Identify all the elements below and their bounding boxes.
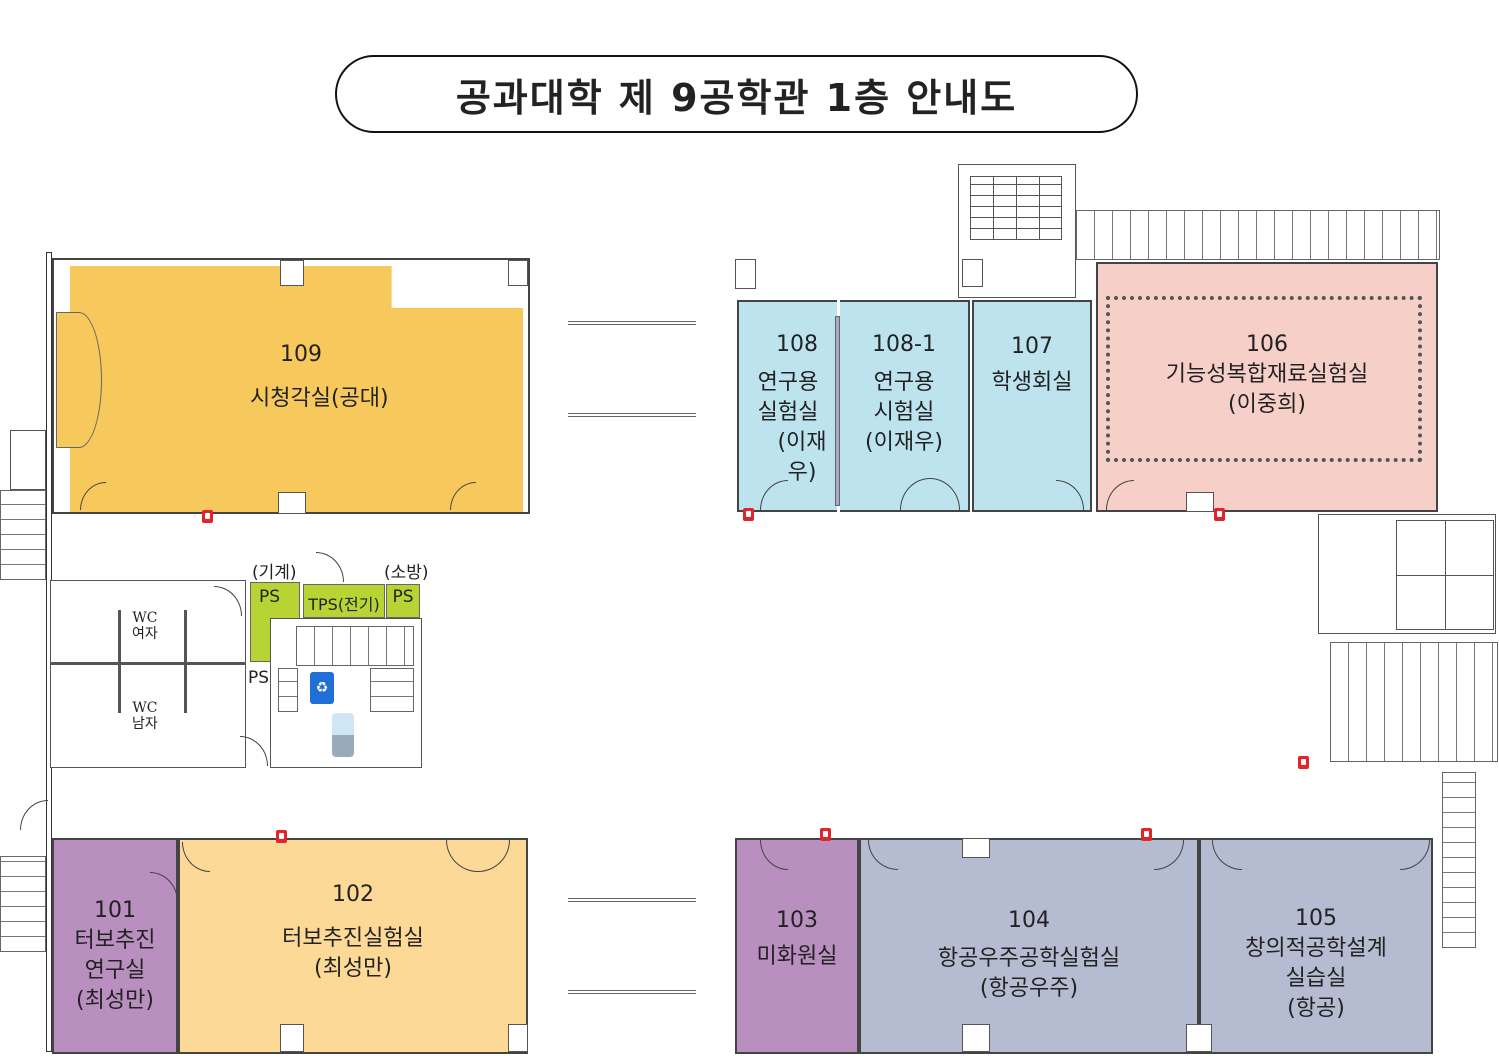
- ps-label: PS: [248, 668, 270, 688]
- page-title: 공과대학 제 9공학관 1층 안내도: [335, 55, 1138, 133]
- partition: [184, 665, 187, 713]
- stairs: [1442, 772, 1476, 948]
- wc-men-label: WC: [132, 700, 158, 716]
- room-106-name: 기능성복합재료실험실: [1165, 362, 1369, 387]
- room-108-1-line3: (이재우): [865, 430, 943, 455]
- room-107-number: 107: [1011, 334, 1053, 359]
- stairs: [278, 668, 298, 712]
- room-107[interactable]: 107 학생회실: [972, 300, 1092, 512]
- pillar: [508, 1024, 528, 1052]
- wc-women-label: WC: [132, 610, 158, 626]
- entrance-door[interactable]: [20, 800, 48, 830]
- ps-fire: PS: [386, 584, 420, 618]
- stairs: [1076, 210, 1440, 260]
- room-108-1-line2: 시험실: [873, 400, 935, 425]
- pillar: [1186, 1024, 1212, 1052]
- partition: [118, 665, 121, 713]
- room-102-number: 102: [332, 882, 374, 907]
- stairs: [1330, 642, 1498, 762]
- room-105-line3: (항공): [1287, 996, 1345, 1021]
- pillar: [962, 1024, 990, 1052]
- room-106-sub: (이중희): [1228, 392, 1306, 417]
- pillar: [962, 259, 983, 287]
- room-105-number: 105: [1295, 906, 1337, 931]
- room-108-line3: (이재우): [777, 430, 827, 485]
- room-103[interactable]: 103 미화원실: [735, 838, 859, 1054]
- room-101-line3: (최성만): [76, 988, 154, 1013]
- fire-extinguisher-icon: [202, 510, 213, 523]
- grille: [970, 176, 1062, 240]
- partition: [50, 662, 246, 665]
- pillar: [1186, 492, 1214, 512]
- corridor-line: [568, 990, 696, 994]
- room-104[interactable]: 104 항공우주공학실험실 (항공우주): [859, 838, 1199, 1054]
- partition: [184, 610, 187, 662]
- partition: [835, 316, 840, 506]
- room-108-1-line1: 연구용: [873, 370, 935, 395]
- room-106[interactable]: 106 기능성복합재료실험실 (이중희): [1096, 262, 1438, 512]
- room-102-name: 터보추진실험실: [282, 926, 424, 951]
- fire-extinguisher-icon: [1214, 508, 1225, 521]
- stairs: [0, 856, 46, 952]
- wc-men-sub: 남자: [132, 716, 158, 732]
- room-109-name: 시청각실(공대): [250, 386, 389, 411]
- corridor-line: [568, 898, 696, 902]
- recycle-bin-icon: ♻: [310, 672, 334, 704]
- pillar: [735, 259, 756, 289]
- room-101-line2: 연구실: [84, 958, 146, 983]
- fire-extinguisher-icon: [820, 828, 831, 841]
- partition: [118, 610, 121, 662]
- room-108-number: 108: [776, 332, 818, 357]
- room-108-1-number: 108-1: [872, 332, 936, 357]
- room-105[interactable]: 105 창의적공학설계 실습실 (항공): [1199, 838, 1433, 1054]
- room-106-number: 106: [1246, 332, 1288, 357]
- room-101-number: 101: [94, 898, 136, 923]
- pillar: [962, 838, 990, 858]
- room-102[interactable]: 102 터보추진실험실 (최성만): [178, 838, 528, 1054]
- room-105-line2: 실습실: [1285, 966, 1347, 991]
- fire-extinguisher-icon: [1298, 756, 1309, 769]
- room-101[interactable]: 101 터보추진 연구실 (최성만): [52, 838, 178, 1054]
- room-104-name: 항공우주공학실험실: [937, 946, 1121, 971]
- room-108-line1: 연구용: [757, 370, 819, 395]
- door[interactable]: [316, 552, 344, 582]
- stairs: [370, 668, 414, 712]
- stairs: [296, 626, 414, 666]
- entrance: [10, 430, 46, 490]
- room-108[interactable]: 108 연구용 실험실 (이재우): [737, 300, 837, 512]
- door[interactable]: [240, 736, 268, 766]
- room-108-line2: 실험실: [757, 400, 819, 425]
- stage: [56, 312, 102, 448]
- room-108-1[interactable]: 108-1 연구용 시험실 (이재우): [840, 300, 970, 512]
- room-103-number: 103: [776, 908, 818, 933]
- stairs: [0, 490, 46, 580]
- room-109-number: 109: [280, 342, 322, 367]
- room-105-line1: 창의적공학설계: [1245, 936, 1387, 961]
- pillar: [280, 1024, 304, 1052]
- room-103-name: 미화원실: [756, 944, 838, 969]
- fire-extinguisher-icon: [1141, 828, 1152, 841]
- pillar: [280, 260, 304, 286]
- restroom-block: [50, 580, 246, 768]
- room-104-number: 104: [1008, 908, 1050, 933]
- room-107-name: 학생회실: [991, 370, 1073, 395]
- fire-extinguisher-icon: [743, 508, 754, 521]
- pillar: [278, 492, 306, 514]
- mech-label: (기계): [252, 563, 297, 583]
- pillar: [508, 260, 528, 286]
- water-dispenser-icon: [332, 713, 354, 757]
- room-101-line1: 터보추진: [74, 928, 156, 953]
- room-104-sub: (항공우주): [979, 976, 1079, 1001]
- room-102-sub: (최성만): [314, 956, 392, 981]
- corridor-line: [568, 413, 696, 417]
- lab-enclosure: [1106, 296, 1422, 462]
- corridor-line: [568, 321, 696, 325]
- fire-label: (소방): [384, 563, 429, 583]
- tps-electrical: TPS(전기): [303, 584, 385, 618]
- wc-women-sub: 여자: [132, 626, 158, 642]
- fire-extinguisher-icon: [276, 830, 287, 843]
- elevator: [1396, 520, 1494, 630]
